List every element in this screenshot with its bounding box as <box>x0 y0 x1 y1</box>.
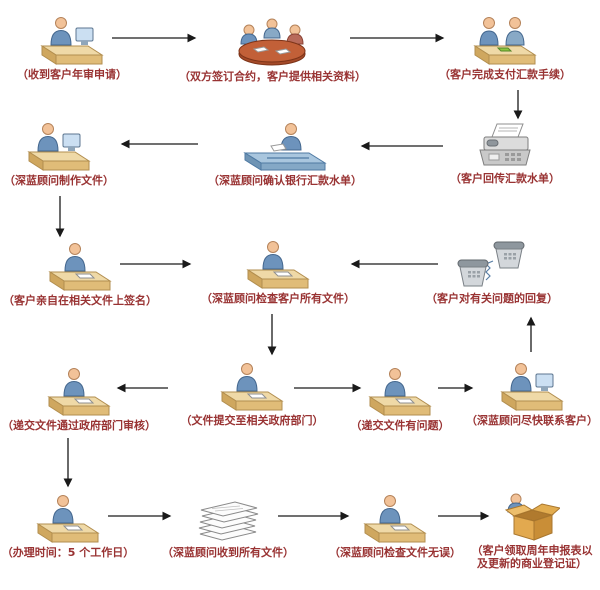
flow-node-label: （递交文件通过政府部门审核） <box>2 419 156 432</box>
person-desk-computer-icon <box>40 14 104 66</box>
flow-node-label: （客户回传汇款水单） <box>450 172 560 185</box>
person-desk-paper-icon <box>368 365 432 417</box>
flow-node-receive-all-documents: （深蓝顾问收到所有文件） <box>158 492 298 559</box>
fax-machine-icon <box>477 122 533 170</box>
flow-node-confirm-remittance: （深蓝顾问确认银行汇款水单） <box>203 120 367 187</box>
person-desk-computer-icon <box>27 120 91 172</box>
flow-node-client-reply: （客户对有关问题的回复） <box>421 238 563 305</box>
person-desk-paper-icon <box>246 238 310 290</box>
flow-node-label: （递交文件有问题） <box>350 419 450 432</box>
flow-node-client-payment: （客户完成支付汇款手续） <box>434 14 576 81</box>
flow-node-contact-client: （深蓝顾问尽快联系客户） <box>464 360 600 427</box>
person-desk-paper-icon <box>363 492 427 544</box>
flow-node-label: （办理时间：5 个工作日） <box>1 546 135 559</box>
two-person-desk-icon <box>473 14 537 66</box>
telephones-icon <box>456 238 528 290</box>
flow-node-government-approved: （递交文件通过政府部门审核） <box>0 365 158 432</box>
flow-node-label-line1: （客户领取周年申报表以 <box>471 544 593 557</box>
flow-node-receive-application: （收到客户年审申请） <box>12 14 132 81</box>
flow-node-label: （深蓝顾问检查客户所有文件） <box>201 292 355 305</box>
flow-node-label: （客户对有关问题的回复） <box>426 292 558 305</box>
flow-node-verify-documents: （深蓝顾问检查文件无误） <box>325 492 465 559</box>
meeting-table-icon <box>236 16 308 68</box>
flow-node-check-documents: （深蓝顾问检查客户所有文件） <box>196 238 360 305</box>
flow-node-prepare-documents: （深蓝顾问制作文件） <box>0 120 118 187</box>
flow-node-label: （深蓝顾问检查文件无误） <box>329 546 461 559</box>
flow-node-client-sign: （客户亲自在相关文件上签名） <box>0 240 160 307</box>
flow-node-processing-time: （办理时间：5 个工作日） <box>1 492 135 559</box>
flow-node-label: （深蓝顾问收到所有文件） <box>162 546 294 559</box>
carton-box-icon <box>504 488 560 542</box>
person-desk-paper-icon <box>220 360 284 412</box>
person-scanner-icon <box>243 120 327 172</box>
person-desk-paper-icon <box>48 240 112 292</box>
flow-node-label: （文件提交至相关政府部门） <box>180 414 324 427</box>
flow-node-label: （深蓝顾问尽快联系客户） <box>466 414 598 427</box>
flow-node-label: （客户亲自在相关文件上签名） <box>3 294 157 307</box>
flow-node-document-problem: （递交文件有问题） <box>346 365 454 432</box>
flow-node-client-collect: （客户领取周年申报表以 及更新的商业登记证） <box>467 488 597 570</box>
person-desk-paper-icon <box>47 365 111 417</box>
flow-node-sign-contract: （双方签订合约，客户提供相关资料） <box>179 16 366 83</box>
person-desk-computer-icon <box>500 360 564 412</box>
flow-node-label: （深蓝顾问制作文件） <box>4 174 114 187</box>
paper-stack-icon <box>192 498 264 544</box>
flow-node-label-line2: 及更新的商业登记证） <box>477 557 587 570</box>
flow-node-label: （双方签订合约，客户提供相关资料） <box>179 70 366 83</box>
flow-node-label: （深蓝顾问确认银行汇款水单） <box>208 174 362 187</box>
flow-node-fax-remittance: （客户回传汇款水单） <box>445 122 565 185</box>
person-desk-paper-icon <box>36 492 100 544</box>
flow-node-label: （客户完成支付汇款手续） <box>439 68 571 81</box>
flow-node-submit-government: （文件提交至相关政府部门） <box>176 360 328 427</box>
flow-node-label: （收到客户年审申请） <box>17 68 127 81</box>
